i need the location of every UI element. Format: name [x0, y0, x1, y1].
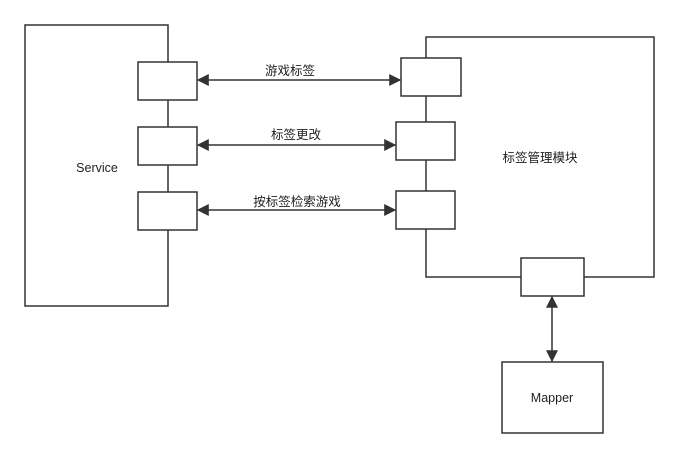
tag-module-label: 标签管理模块: [502, 150, 578, 165]
edge-label-search-by-tag: 按标签检索游戏: [253, 194, 341, 209]
module-port-mapper[interactable]: [520, 257, 585, 297]
module-port-game-tags[interactable]: [400, 57, 462, 97]
tag-module-component[interactable]: 标签管理模块: [425, 36, 655, 278]
edge-label-tag-change: 标签更改: [271, 127, 322, 142]
mapper-box[interactable]: [501, 361, 604, 434]
mapper-component[interactable]: Mapper: [501, 361, 604, 434]
service-port-tag-change[interactable]: [137, 126, 198, 166]
service-port-game-tags[interactable]: [137, 61, 198, 101]
module-port-search[interactable]: [395, 190, 456, 230]
service-port-search[interactable]: [137, 191, 198, 231]
mapper-label: Mapper: [531, 391, 573, 405]
module-port-tag-change[interactable]: [395, 121, 456, 161]
edge-label-game-tags: 游戏标签: [265, 63, 316, 78]
service-label: Service: [76, 161, 118, 175]
